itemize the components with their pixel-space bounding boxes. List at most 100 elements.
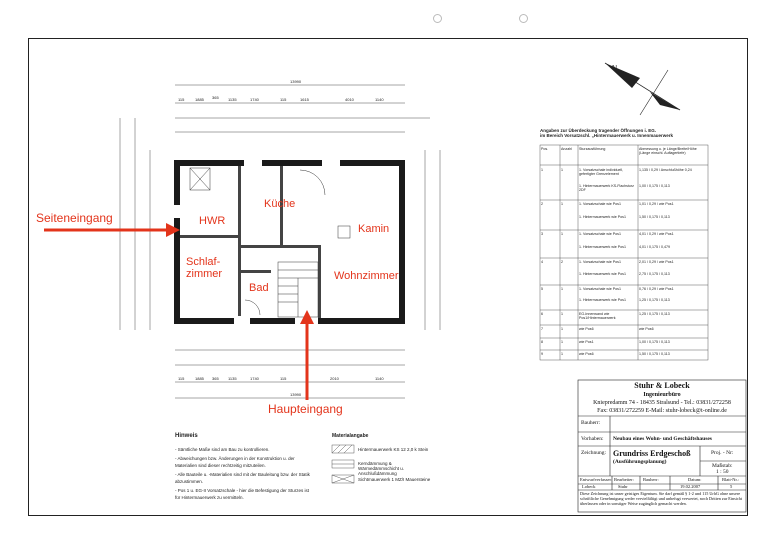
dim-label: 1740 bbox=[250, 376, 260, 381]
table-header-cell: Anzahl bbox=[561, 147, 572, 151]
material-item: Sichtmauerwerk 1 MZ/I Mauersteine bbox=[358, 477, 431, 482]
table-cell: 2,01 / 0,29 / wie Pos1 bbox=[639, 260, 674, 264]
copyright-notice: Diese Zeichnung ist unser geistiges Eige… bbox=[580, 491, 742, 506]
hinweis-title: Hinweis bbox=[175, 433, 198, 439]
blatt-label: Blatt-Nr.: bbox=[722, 477, 740, 482]
table-cell: 9 bbox=[541, 352, 543, 356]
zeichnung-sub: (Ausführungsplanung) bbox=[613, 459, 667, 465]
dim-label: 1885 bbox=[195, 97, 205, 102]
blatt-value: 5 bbox=[730, 484, 733, 489]
hinweis-item: - Pos 1 u. EG-II Vorsatzschale - hier di… bbox=[175, 488, 310, 500]
north-arrow-icon: N bbox=[604, 62, 681, 116]
table-cell: 8 bbox=[541, 340, 543, 344]
dim-label: 1135 bbox=[228, 97, 237, 102]
hinweis-item: - Sämtliche Maße sind am Bau zu kontroll… bbox=[175, 447, 270, 452]
annotation-seiteneingang: Seiteneingang bbox=[36, 211, 113, 225]
table-cell: wie Pos6 bbox=[579, 327, 594, 331]
dim-label: 1885 bbox=[195, 376, 205, 381]
table-cell: 1,00 / 0,175 / 0,113 bbox=[639, 340, 670, 344]
hinweis-item: - Alle Bauteile u. -Materialien sind mit… bbox=[175, 472, 310, 484]
table-cell: 1 bbox=[561, 312, 563, 316]
table-cell: 1. Hintermauerwerk KS-Flachsturz 2DF bbox=[579, 184, 634, 193]
dim-label: 1740 bbox=[250, 97, 260, 102]
drawing-sheet bbox=[28, 38, 748, 516]
table-cell: 1,25 / 0,175 / 0,113 bbox=[639, 298, 670, 302]
table-cell: EG-Innenwand wie Pos1/Hintermauerwerk bbox=[579, 312, 616, 321]
hinweis-item: - Abweichungen bzw. Änderungen in der Ko… bbox=[175, 456, 295, 468]
dim-label: 1140 bbox=[375, 376, 384, 381]
table-cell: 1. Hintermauerwerk wie Pos1 bbox=[579, 215, 626, 219]
table-cell: wie Pos6 bbox=[639, 327, 654, 331]
dim-label: 4010 bbox=[345, 97, 355, 102]
table-cell: wie Pos1 bbox=[579, 340, 594, 344]
table-cell: 1,50 / 0,175 / 0,113 bbox=[639, 352, 670, 356]
datum-label: Datum: bbox=[688, 477, 702, 482]
table-cell: 1 bbox=[561, 340, 563, 344]
table-cell: 4 bbox=[541, 260, 543, 264]
fixtures bbox=[189, 167, 351, 316]
table-cell: 4,01 / 0,175 / 0,479 bbox=[639, 245, 670, 249]
entwurf-value: Lobeck bbox=[582, 484, 596, 489]
datum-value: 19.02.2007 bbox=[680, 484, 701, 489]
room-label-wohnzimmer: Wohnzimmer bbox=[334, 270, 399, 282]
table-cell: 1 bbox=[561, 352, 563, 356]
table-cell: 1,135 / 0,29 / Anschlußhöhe 0,24 bbox=[639, 168, 692, 172]
material-item: Kerndämmung & Wärmedämmschicht u. Anschl… bbox=[358, 461, 405, 476]
table-cell: 0,76 / 0,29 / wie Pos1 bbox=[639, 287, 674, 291]
dim-label: 115 bbox=[280, 376, 287, 381]
table-header-cell: Abmessung u. je Länge/Breite/Höhe (Länge… bbox=[639, 147, 697, 156]
dim-label: 115 bbox=[280, 97, 287, 102]
material-item: Hintermauerwerk KS 12 2,0 k Stein bbox=[358, 447, 429, 452]
dimension-lines-top bbox=[119, 84, 441, 399]
massstab-label: Maßstab: bbox=[712, 463, 733, 469]
room-label-schlafzimmer: Schlaf- bbox=[186, 256, 221, 268]
punch-hole bbox=[519, 14, 528, 23]
table-cell: 1,25 / 0,175 / 0,113 bbox=[639, 312, 670, 316]
dim-label: 365 bbox=[212, 376, 219, 381]
proj-label: Proj. - Nr: bbox=[711, 450, 734, 456]
room-label-hwr: HWR bbox=[199, 215, 225, 227]
table-cell: 1 bbox=[561, 202, 563, 206]
table-cell: 1. Vorsatzschale wie Pos1 bbox=[579, 202, 621, 206]
table-cell: 2 bbox=[541, 202, 543, 206]
table-cell: 1. Hintermauerwerk wie Pos1 bbox=[579, 272, 626, 276]
table-cell: 1 bbox=[541, 168, 543, 172]
table-cell: 1,00 / 0,175 / 0,113 bbox=[639, 184, 670, 188]
table-title: Angaben zur Überdeckung tragender Öffnun… bbox=[540, 128, 673, 138]
room-label-schlafzimmer: zimmer bbox=[186, 268, 222, 280]
dim-label: 1140 bbox=[375, 97, 384, 102]
table-cell: 1. Hintermauerwerk wie Pos1 bbox=[579, 245, 626, 249]
table-cell: wie Pos6 bbox=[579, 352, 594, 356]
dim-label: 1135 bbox=[228, 376, 237, 381]
entwurf-label: Entwurfverfasser: bbox=[580, 477, 613, 482]
annotation-haupteingang: Haupteingang bbox=[268, 402, 343, 416]
title-block-grid bbox=[577, 379, 747, 513]
table-cell: 1 bbox=[561, 327, 563, 331]
table-cell: 1. Vorsatzschale wie Pos1 bbox=[579, 260, 621, 264]
table-cell: 7 bbox=[541, 327, 543, 331]
table-cell: 2,75 / 0,175 / 0,113 bbox=[639, 272, 670, 276]
punch-hole bbox=[433, 14, 442, 23]
vorhaben-value: Neubau eines Wohn- und Geschäftshauses bbox=[613, 436, 712, 442]
bauherr-label: Bauherr: bbox=[581, 420, 601, 426]
dim-label: 1615 bbox=[300, 97, 310, 102]
table-cell: 1 bbox=[561, 287, 563, 291]
table-cell: 3 bbox=[541, 232, 543, 236]
bearbeiter-value: Stuhr bbox=[618, 484, 628, 489]
room-label-kueche: Küche bbox=[264, 198, 295, 210]
vorhaben-label: Vorhaben: bbox=[581, 436, 604, 442]
zeichnung-label: Zeichnung: bbox=[581, 450, 607, 456]
dim-label: 365 bbox=[212, 95, 219, 100]
exterior-walls bbox=[174, 160, 405, 324]
dim-top-total: 13990 bbox=[290, 79, 302, 84]
table-header-cell: Sturzausführung bbox=[579, 147, 606, 151]
arrow-up-icon bbox=[300, 310, 314, 400]
table-cell: 1 bbox=[561, 168, 563, 172]
table-cell: 1 bbox=[561, 232, 563, 236]
table-cell: 1,50 / 0,175 / 0,113 bbox=[639, 215, 670, 219]
interior-walls bbox=[180, 166, 321, 318]
table-cell: 6 bbox=[541, 312, 543, 316]
title-block-firm: Stuhr & Lobeck Ingenieurbüro Kniepredamm… bbox=[593, 381, 731, 415]
table-cell: 1. Vorsatzschale wie Pos1 bbox=[579, 232, 621, 236]
